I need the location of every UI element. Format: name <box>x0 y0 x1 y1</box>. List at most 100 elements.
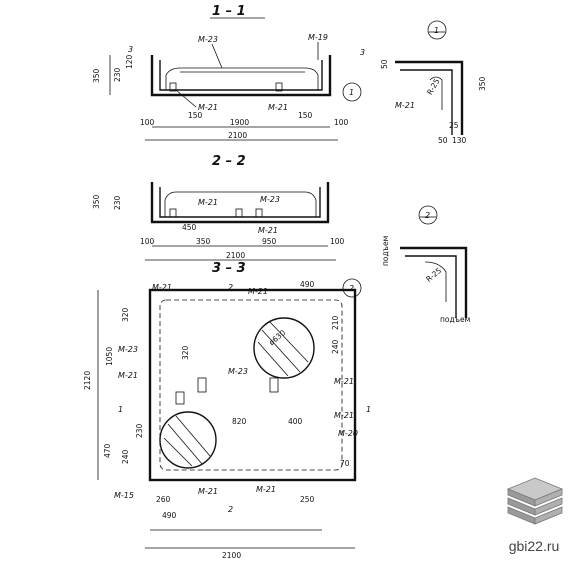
section-1-1-title: 1 – 1 <box>212 4 246 19</box>
dim-1050: 1050 <box>105 347 114 366</box>
detail-1-inner <box>400 69 453 135</box>
dim-100-s22-right: 100 <box>330 237 345 246</box>
cut-mark-1-left: 1 <box>118 405 123 414</box>
label-m21-d1: М-21 <box>395 101 415 110</box>
detail-1: 1 М-21 R-25 50 350 25 50 130 <box>380 20 487 145</box>
label-m21-s11-right: М-21 <box>268 103 288 112</box>
label-m15-plan: М-15 <box>114 491 134 500</box>
dim-210-plan-a: 210 <box>331 315 340 330</box>
dim-260-bottom: 260 <box>156 495 171 504</box>
label-m21-plan-left: М-21 <box>118 371 138 380</box>
detail-2: 2 R-25 подъем подъем <box>381 205 470 324</box>
slab-icon <box>506 477 564 525</box>
brand-logo <box>506 477 564 525</box>
section-1-1-inner <box>159 60 323 91</box>
dim-450-s22: 450 <box>182 223 197 232</box>
label-m21-s22-bottom: М-21 <box>258 226 278 235</box>
dim-50-d1-b: 50 <box>438 136 448 145</box>
section-2-2-outline <box>150 182 330 224</box>
dim-50-d1: 50 <box>380 59 389 69</box>
cut-mark-2-bottom: 2 <box>228 505 233 514</box>
section-1-1-loop-right <box>275 82 283 92</box>
label-m21-s22-top: М-21 <box>198 198 218 207</box>
opening-lower-hatch <box>163 415 211 467</box>
opening-large-upper <box>253 317 315 379</box>
dim-230-s11: 230 <box>113 67 122 82</box>
dim-100-s11-right: 100 <box>334 118 349 127</box>
dim-490-plan-top: 490 <box>300 280 315 289</box>
dim-240-left: 240 <box>121 449 130 464</box>
dim-490-bottom: 490 <box>162 511 177 520</box>
label-m23-s22: М-23 <box>260 195 280 204</box>
detail-2-hook <box>424 261 447 302</box>
callout-1-text: 1 <box>349 88 354 97</box>
detail-2-circle <box>418 205 438 225</box>
detail-1-number: 1 <box>434 26 439 35</box>
section-2-2-rebar <box>164 191 317 217</box>
cut-mark-3-right: 3 <box>360 48 365 57</box>
plan-outline <box>148 288 357 482</box>
section-2-2-inner <box>159 187 321 218</box>
plan-loop-b <box>269 377 279 393</box>
label-m23-plan-center: М-23 <box>228 367 248 376</box>
callout-2-text: 2 <box>349 284 354 293</box>
callout-1-circle <box>342 82 362 102</box>
cut-mark-2-top: 2 <box>228 283 233 292</box>
dim-2100-s22: 2100 <box>226 251 245 260</box>
detail-2-outline <box>400 246 468 318</box>
dim-2100-plan: 2100 <box>222 551 241 560</box>
section-2-2-loop-a <box>169 208 177 218</box>
dim-320-plan: 320 <box>181 345 190 360</box>
section-2-2-title: 2 – 2 <box>212 154 246 169</box>
label-m21-s11-left: М-21 <box>198 103 218 112</box>
dim-350-s11: 350 <box>92 68 101 83</box>
dim-820-plan: 820 <box>232 417 247 426</box>
dim-100-s11-left: 100 <box>140 118 155 127</box>
section-2-2-loop-c <box>255 208 263 218</box>
dim-240-plan: 240 <box>331 339 340 354</box>
detail-1-circle <box>427 20 447 40</box>
callout-2-circle <box>342 278 362 298</box>
dim-250-bottom: 250 <box>300 495 315 504</box>
dim-r25-d1: R-25 <box>425 77 441 97</box>
label-m21-plan-bottom-b: М-21 <box>256 485 276 494</box>
section-1-1: 1 – 1 М-23 М-19 М-21 М-21 3 3 1 350 230 … <box>92 4 365 141</box>
leader-m23-s11 <box>211 43 223 69</box>
note-top-a: подъем <box>381 236 390 266</box>
dim-470-left: 470 <box>103 443 112 458</box>
section-3-3: 3 – 3 М-21 М-21 М-23 М-21 М-23 М-21 М-21… <box>83 261 371 560</box>
dim-70-plan: 70 <box>340 459 350 468</box>
dim-230-left: 230 <box>135 423 144 438</box>
dim-r25-d2: R-25 <box>424 266 443 284</box>
note-top-b: подъем <box>440 315 470 324</box>
label-m21-plan-right-a: М-21 <box>334 377 354 386</box>
section-1-1-rebar <box>165 67 319 90</box>
section-2-2-loop-b <box>235 208 243 218</box>
dim-1900: 1900 <box>230 118 249 127</box>
dim-350-d1: 350 <box>478 76 487 91</box>
section-3-3-title: 3 – 3 <box>212 261 246 276</box>
detail-1-hook <box>429 76 443 110</box>
dim-950-s22: 950 <box>262 237 277 246</box>
cut-mark-1-right: 1 <box>366 405 371 414</box>
section-1-1-outline <box>150 55 332 97</box>
dim-320-left: 320 <box>121 307 130 322</box>
label-m19-s11: М-19 <box>308 33 328 42</box>
leader-m21-s11-left <box>175 89 197 108</box>
dim-120-s11: 120 <box>125 54 134 69</box>
label-m20-plan: М-20 <box>338 429 358 438</box>
dim-130-d1: 130 <box>452 136 467 145</box>
dim-400-plan: 400 <box>288 417 303 426</box>
detail-2-number: 2 <box>425 211 430 220</box>
dim-2120: 2120 <box>83 371 92 390</box>
dim-25-d1: 25 <box>449 121 459 130</box>
label-m23-plan-left: М-23 <box>118 345 138 354</box>
detail-1-outline <box>395 60 464 135</box>
dim-100-s22-left: 100 <box>140 237 155 246</box>
label-m21-plan-right-b: М-21 <box>334 411 354 420</box>
label-m23-s11: М-23 <box>198 35 218 44</box>
section-2-2: 2 – 2 М-21 М-23 М-21 350 230 100 450 350… <box>92 154 345 261</box>
dim-350-s22-b: 350 <box>196 237 211 246</box>
site-url: gbi22.ru <box>508 538 560 554</box>
